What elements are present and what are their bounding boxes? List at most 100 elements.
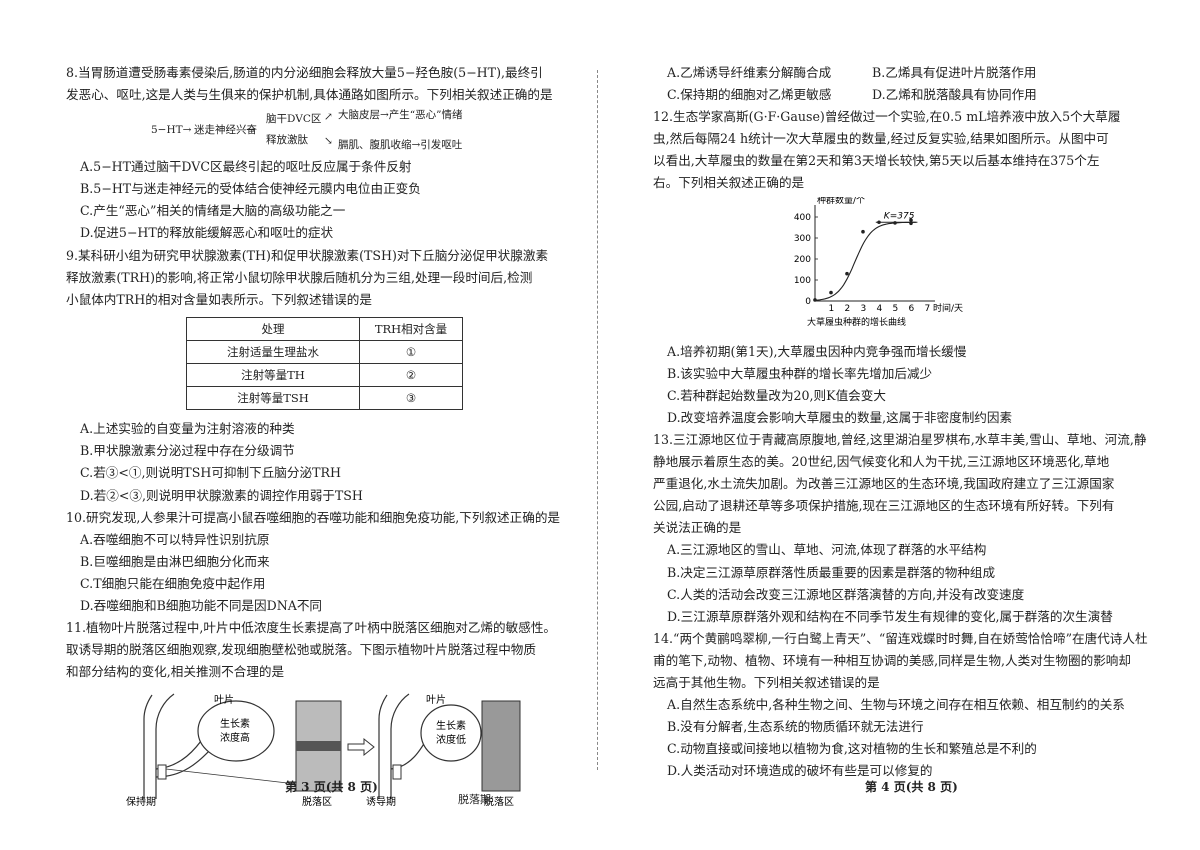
data-point — [813, 297, 817, 302]
data-point — [893, 220, 897, 225]
zone-label-2: 脱落区 — [484, 795, 514, 807]
q9-stem-line: 9.某科研小组为研究甲状腺激素(TH)和促甲状腺激素(TSH)对下丘脑分泌促甲状… — [66, 247, 549, 263]
q8-arrow-up: ↗ — [324, 111, 333, 124]
q14-stem-line: 14.“两个黄鹂鸣翠柳,一行白鹭上青天”、“留连戏蝶时时舞,自在娇莺恰恰啼”在唐… — [653, 630, 1148, 646]
data-point — [829, 290, 833, 294]
growth-curve-line — [814, 221, 916, 301]
leaf-outline — [197, 700, 275, 762]
auxin-high-line: 浓度高 — [220, 731, 250, 744]
question-13: 13.三江源地区位于青藏高原腹地,曾经,这里湖泊星罗棋布,水草丰美,雪山、草地、… — [653, 429, 1183, 628]
x-tick-label: 7 — [925, 304, 931, 314]
x-tick-label: 3 — [861, 304, 867, 314]
q12-stem-line: 12.生态学家高斯(G·F·Gause)曾经做过一个实验,在0.5 mL培养液中… — [653, 109, 1121, 125]
q14-option-b: B.没有分解者,生态系统的物质循环就无法进行 — [667, 719, 924, 735]
q8-option-b: B.5−HT与迷走神经元的受体结合使神经元膜内电位由正变负 — [80, 181, 421, 197]
y-axis-label: 种群数量/个 — [817, 197, 865, 206]
q12-stem-line: 右。下列相关叙述正确的是 — [653, 175, 805, 191]
table-cell: 注射适量生理盐水 — [186, 339, 360, 365]
q10-option-a: A.吞噬细胞不可以特异性识别抗原 — [80, 531, 270, 547]
chart-title: 大草履虫种群的增长曲线 — [807, 316, 906, 328]
x-tick-label: 4 — [877, 304, 883, 314]
q11-stem-line: 和部分结构的变化,相关推测不合理的是 — [66, 664, 285, 680]
y-tick-label: 100 — [794, 276, 811, 286]
x-axis-label: 时间/天 — [933, 302, 963, 314]
q8-node-kinin: 释放激肽 — [266, 134, 308, 147]
leaf-abscission-figure: 叶片 生长素 浓度高 脱落区 保持期 叶片 生长素 浓度低 — [126, 693, 521, 807]
q13-stem-line: 关说法正确的是 — [653, 520, 742, 536]
q12-option-d: D.改变培养温度会影响大草履虫的数量,这属于非密度制约因素 — [667, 409, 1013, 425]
q8-pathway-diagram: 5−HT→ 迷走神经兴奋 → 脑干DVC区 释放激肽 ↗ ↘ 大脑皮层→产生“恶… — [66, 108, 591, 151]
q13-option-c: C.人类的活动会改变三江源地区群落演替的方向,并没有改变速度 — [667, 586, 1025, 602]
q8-node-vagus: 迷走神经兴奋 — [194, 124, 257, 137]
auxin-high-line: 生长素 — [220, 717, 250, 730]
q11-option-d: D.乙烯和脱落酸具有协同作用 — [872, 87, 1037, 103]
y-tick-label: 400 — [794, 213, 811, 223]
stage-arrow-1 — [347, 738, 375, 757]
q10-option-c: C.T细胞只能在细胞免疫中起作用 — [80, 575, 266, 591]
q9-trh-table: 处理 TRH相对含量 注射适量生理盐水 ① 注射等量TH ② 注射等量TSH ③ — [186, 316, 463, 411]
y-tick-label: 0 — [805, 297, 811, 307]
table-cell: 注射等量TH — [186, 363, 360, 388]
table-row: 注射等量TSH ③ — [186, 386, 463, 411]
q9-stem-line: 释放激素(TRH)的影响,将正常小鼠切除甲状腺后随机分为三组,处理一段时间后,检… — [66, 269, 533, 285]
table-header: TRH相对含量 — [359, 316, 463, 341]
q9-stem-line: 小鼠体内TRH的相对含量如表所示。下列叙述错误的是 — [66, 291, 372, 307]
cell-micrograph-2 — [481, 700, 521, 792]
q9-option-a: A.上述实验的自变量为注射溶液的种类 — [80, 421, 295, 437]
q12-option-c: C.若种群起始数量改为20,则K值会变大 — [667, 387, 886, 403]
stage2-plant — [378, 693, 521, 800]
page-number-right: 第 4 页(共 8 页) — [865, 780, 958, 794]
data-point — [909, 217, 913, 222]
zone-label-1: 脱落区 — [302, 795, 332, 807]
y-tick-label: 200 — [794, 255, 811, 265]
q12-stem-line: 以看出,大草履虫的数量在第2天和第3天增长较快,第5天以后基本维持在375个左 — [653, 153, 1100, 169]
question-8: 8.当胃肠道遭受肠毒素侵染后,肠道的内分泌细胞会释放大量5−羟色胺(5−HT),… — [66, 62, 591, 245]
question-10: 10.研究发现,人参果汁可提高小鼠吞噬细胞的吞噬功能和细胞免疫功能,下列叙述正确… — [66, 507, 591, 617]
q11-option-c: C.保持期的细胞对乙烯更敏感 — [667, 87, 832, 103]
q8-node-dvc: 脑干DVC区 — [266, 113, 322, 126]
auxin-low-line: 生长素 — [436, 719, 466, 732]
q10-stem-line: 10.研究发现,人参果汁可提高小鼠吞噬细胞的吞噬功能和细胞免疫功能,下列叙述正确… — [66, 509, 561, 525]
q11-leaf-diagram: 叶片 生长素 浓度高 脱落区 保持期 叶片 生长素 浓度低 — [66, 689, 591, 807]
stage-label-fall-visible: 脱落期 — [458, 793, 491, 807]
question-11: 11.植物叶片脱落过程中,叶片中低浓度生长素提高了叶柄中脱落区细胞对乙烯的敏感性… — [66, 617, 591, 807]
q13-stem-line: 公园,启动了退耕还草等多项保护措施,现在三江源地区的生态环境有所好转。下列有 — [653, 498, 1115, 514]
leaf-label-2: 叶片 — [426, 693, 446, 706]
question-9: 9.某科研小组为研究甲状腺激素(TH)和促甲状腺激素(TSH)对下丘脑分泌促甲状… — [66, 245, 591, 507]
table-cell: ③ — [359, 386, 463, 411]
q13-option-a: A.三江源地区的雪山、草地、河流,体现了群落的水平结构 — [667, 542, 987, 558]
table-header-row: 处理 TRH相对含量 — [186, 316, 463, 341]
page-divider — [597, 70, 598, 770]
q8-option-a: A.5−HT通过脑干DVC区最终引起的呕吐反应属于条件反射 — [80, 159, 412, 175]
table-cell: ① — [359, 339, 463, 365]
q8-option-c: C.产生“恶心”相关的情绪是大脑的高级功能之一 — [80, 203, 346, 219]
q10-option-d: D.吞噬细胞和B细胞功能不同是因DNA不同 — [80, 597, 323, 613]
stage1-plant — [143, 693, 342, 800]
q8-stem-line: 发恶心、呕吐,这是人类与生俱来的保护机制,具体通路如图所示。下列相关叙述正确的是 — [66, 87, 553, 103]
x-tick-label: 6 — [909, 304, 915, 314]
data-point — [845, 271, 849, 276]
q9-option-c: C.若③<①,则说明TSH可抑制下丘脑分泌TRH — [80, 465, 341, 481]
q14-stem-line: 远高于其他生物。下列相关叙述错误的是 — [653, 674, 880, 690]
q13-stem-line: 13.三江源地区位于青藏高原腹地,曾经,这里湖泊星罗棋布,水草丰美,雪山、草地、… — [653, 431, 1147, 447]
q11-option-a: A.乙烯诱导纤维素分解酶合成 — [667, 65, 832, 80]
q11-stem-line: 取诱导期的脱落区细胞观察,发现细胞壁松弛或脱落。下图示植物叶片脱落过程中物质 — [66, 642, 536, 658]
q8-node-cortex: 大脑皮层→产生“恶心”情绪 — [338, 109, 463, 122]
q9-option-b: B.甲状腺激素分泌过程中存在分级调节 — [80, 443, 295, 459]
q13-option-b: B.决定三江源草原群落性质最重要的因素是群落的物种组成 — [667, 564, 996, 580]
auxin-low-line: 浓度低 — [436, 733, 466, 746]
q9-option-d: D.若②<③,则说明甲状腺激素的调控作用弱于TSH — [80, 487, 363, 503]
q12-stem-line: 虫,然后每隔24 h统计一次大草履虫的数量,经过反复实验,结果如图所示。从图中可 — [653, 131, 1109, 147]
table-cell: ② — [359, 363, 463, 388]
q14-option-d: D.人类活动对环境造成的破坏有些是可以修复的 — [667, 763, 933, 779]
question-14: 14.“两个黄鹂鸣翠柳,一行白鹭上青天”、“留连戏蝶时时舞,自在娇莺恰恰啼”在唐… — [653, 628, 1183, 783]
q8-node-5ht: 5−HT→ — [151, 124, 192, 137]
page-number-left: 第 3 页(共 8 页) — [285, 780, 378, 794]
q8-arrow-down: ↘ — [324, 135, 333, 148]
q14-option-a: A.自然生态系统中,各种生物之间、生物与环境之间存在相互依赖、相互制约的关系 — [667, 697, 1125, 713]
table-row: 注射适量生理盐水 ① — [186, 339, 463, 365]
left-page: 8.当胃肠道遭受肠毒素侵染后,肠道的内分泌细胞会释放大量5−羟色胺(5−HT),… — [66, 62, 591, 807]
